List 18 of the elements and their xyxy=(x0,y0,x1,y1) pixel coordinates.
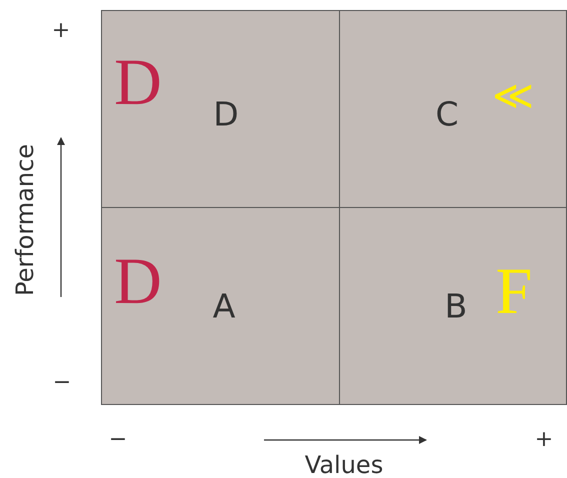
quadrant-label: C xyxy=(435,98,459,130)
chevron-mark: ≪ xyxy=(492,76,534,116)
letter-mark: F xyxy=(496,259,532,325)
quadrant-label: D xyxy=(213,98,239,130)
quadrant-label: A xyxy=(212,290,236,322)
quadrant-box xyxy=(101,207,340,405)
axis-sign: − xyxy=(108,429,128,451)
letter-mark: D xyxy=(114,249,162,315)
axis-sign: + xyxy=(534,429,554,451)
axis-title: Values xyxy=(304,453,384,477)
quadrant-label: B xyxy=(444,290,468,322)
axis-sign: − xyxy=(52,372,72,394)
quadrant-box xyxy=(339,207,567,405)
quadrant-box xyxy=(339,10,567,208)
quadrant-box xyxy=(101,10,340,208)
axis-title: Performance xyxy=(13,144,37,296)
letter-mark: D xyxy=(114,50,162,116)
axis-sign: + xyxy=(52,20,70,42)
